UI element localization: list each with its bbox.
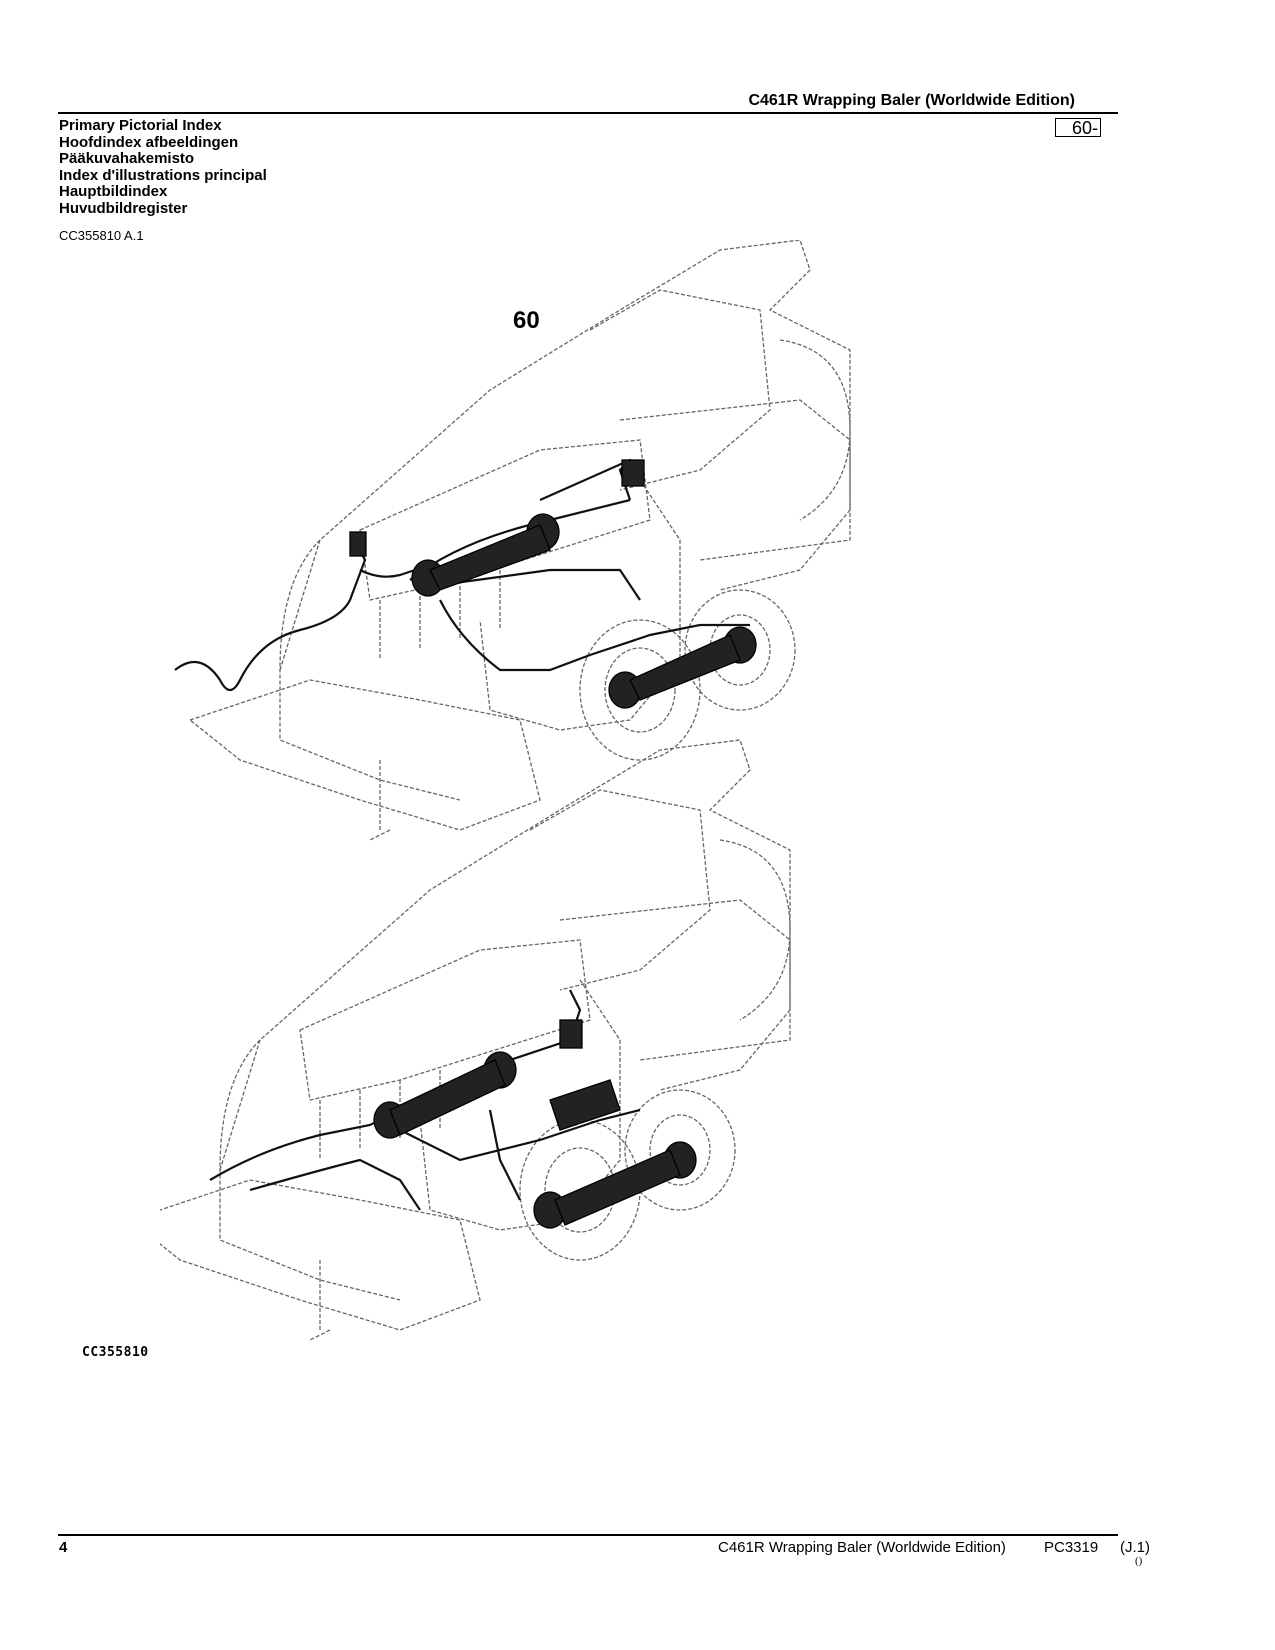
figure-code: CC355810 xyxy=(82,1345,149,1360)
index-title-en: Primary Pictorial Index xyxy=(59,117,222,134)
footer-doc-code: PC3319 xyxy=(1044,1539,1099,1556)
baler-view-upper xyxy=(188,240,851,841)
page-number: 4 xyxy=(59,1539,68,1556)
footer-mark: () xyxy=(1135,1555,1143,1567)
section-tab: 60- xyxy=(1055,118,1101,138)
baler-view-lower xyxy=(160,739,791,1341)
footer-version: (J.1) xyxy=(1120,1539,1150,1556)
index-title-fi: Pääkuvahakemisto xyxy=(59,150,195,167)
index-title-de: Hauptbildindex xyxy=(59,183,168,200)
baler-illustration xyxy=(160,240,851,1341)
index-title-sv: Huvudbildregister xyxy=(59,199,188,217)
index-title-fr: Index d'illustrations principal xyxy=(59,166,267,184)
index-title-nl: Hoofdindex afbeeldingen xyxy=(59,133,239,151)
header-rule xyxy=(58,112,1118,114)
header-title: C461R Wrapping Baler (Worldwide Edition) xyxy=(748,92,1075,109)
index-title-block: Primary Pictorial Index Hoofdindex afbee… xyxy=(59,117,267,217)
axle-components-lower xyxy=(373,1019,697,1229)
footer-rule xyxy=(58,1534,1118,1536)
figure-reference: CC355810 A.1 xyxy=(59,228,144,243)
footer-title: C461R Wrapping Baler (Worldwide Edition) xyxy=(718,1539,1006,1556)
axle-components-upper xyxy=(349,459,757,709)
figure-section-label: 60 xyxy=(513,307,540,334)
